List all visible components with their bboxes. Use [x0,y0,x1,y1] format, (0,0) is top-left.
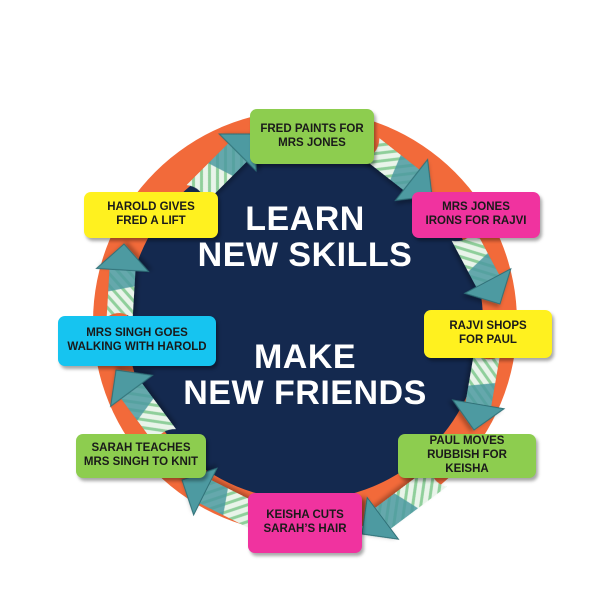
box-line: MRS SINGH GOES [86,327,188,340]
arrow-mrs-jones-to-rajvi [451,228,512,305]
arrow-fred-to-mrs-jones [363,138,433,202]
arrow-head [463,267,512,305]
box-line: FRED A LIFT [116,215,186,227]
box-line: IRONS FOR RAJVI [425,215,527,227]
arrow-head [451,399,506,431]
heading-line: NEW FRIENDS [183,373,427,412]
heading-line: NEW SKILLS [197,235,413,274]
arrow-head [109,369,154,408]
arrow-keisha-to-sarah [181,467,262,529]
box-line: FRED PAINTS FOR [260,122,364,135]
heading-line: MAKE [253,338,357,376]
arrow-shaft-band [390,154,422,192]
make-new-friends-heading: MAKE NEW FRIENDS [155,338,455,412]
box-line: RUBBISH FOR KEISHA [427,449,507,475]
arrow-shaft-band [108,267,136,292]
heading-line: LEARN [245,200,365,238]
box-line: PAUL MOVES [429,435,505,448]
arrow-head [361,496,400,540]
box-line: FOR PAUL [459,334,517,346]
arrow-sarah-to-mrs-singh [109,369,177,445]
box-line: RAJVI SHOPS [449,320,527,333]
box-line: MRS JONES [278,136,346,149]
box-line: WALKING WITH HAROLD [67,341,207,353]
arrow-head [95,243,150,273]
box-line: SARAH’S HAIR [263,523,347,535]
arrow-mrs-singh-to-harold [95,243,150,319]
box-line: MRS SINGH TO KNIT [83,456,199,468]
learn-new-skills-heading: LEARN NEW SKILLS [155,200,455,274]
box-line: SARAH TEACHES [91,442,191,455]
box-line: HAROLD GIVES [107,201,195,214]
arrow-shaft-band [465,383,496,409]
box-line: KEISHA CUTS [266,509,344,522]
arrow-paul-to-keisha [361,466,447,540]
arrow-rajvi-to-paul [451,351,506,431]
cycle-arrows [95,133,512,540]
box-line: MRS JONES [442,201,510,214]
